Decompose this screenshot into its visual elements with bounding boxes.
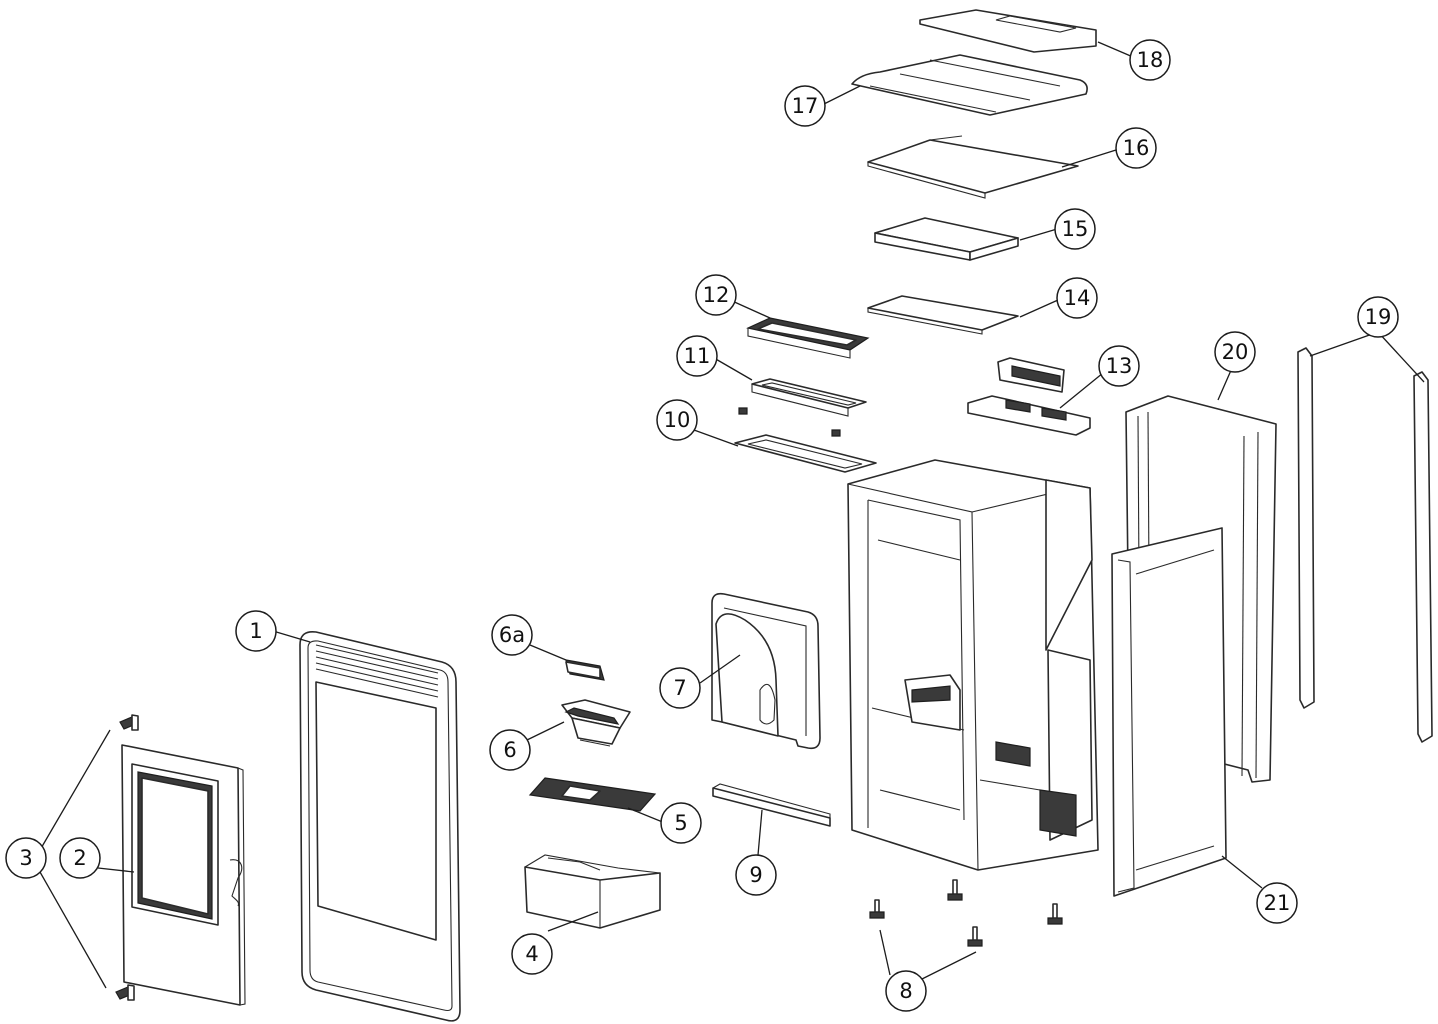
callout-13: 13 [1098, 345, 1140, 387]
part-screws [115, 714, 139, 1001]
part-ash-pan [524, 854, 661, 929]
callout-3: 3 [5, 837, 47, 879]
callout-2: 2 [59, 837, 101, 879]
callout-9: 9 [735, 854, 777, 896]
callout-label: 21 [1264, 891, 1291, 915]
callout-21: 21 [1256, 882, 1298, 924]
callout-label: 19 [1365, 305, 1392, 329]
callout-label: 1 [249, 619, 262, 643]
callout-7: 7 [659, 667, 701, 709]
callout-label: 2 [73, 846, 86, 870]
callout-label: 20 [1222, 340, 1249, 364]
part-electronic-box [997, 357, 1065, 393]
callout-8: 8 [885, 970, 927, 1012]
callout-label: 8 [899, 979, 912, 1003]
part-burner-pot [561, 699, 631, 747]
part-insulation-15 [874, 217, 1019, 261]
part-main-body [847, 459, 1099, 871]
callout-label: 12 [703, 283, 730, 307]
leader-lines [39, 41, 1425, 989]
callout-12: 12 [695, 274, 737, 316]
part-door [121, 744, 246, 1006]
callout-11: 11 [676, 335, 718, 377]
part-bar [712, 783, 831, 827]
callout-label: 9 [749, 863, 762, 887]
callout-label: 16 [1123, 136, 1150, 160]
callout-label: 17 [792, 94, 819, 118]
callout-label: 3 [19, 846, 32, 870]
part-firebox-liner [711, 592, 821, 750]
callout-6a: 6a [491, 614, 533, 656]
callout-label: 13 [1106, 354, 1133, 378]
callout-17: 17 [784, 85, 826, 127]
callout-19: 19 [1357, 296, 1399, 338]
part-frame-11 [738, 378, 867, 437]
callout-4: 4 [511, 933, 553, 975]
callout-18: 18 [1129, 39, 1171, 81]
callout-5: 5 [660, 802, 702, 844]
part-front-frame [299, 630, 461, 1022]
part-top-18 [919, 9, 1097, 53]
callout-20: 20 [1214, 331, 1256, 373]
part-panel-17 [851, 54, 1088, 116]
part-plate-16 [867, 135, 1079, 199]
part-frame-10 [734, 434, 877, 473]
callout-label: 14 [1064, 286, 1091, 310]
callout-label: 18 [1137, 48, 1164, 72]
part-feet [869, 879, 1063, 947]
callout-16: 16 [1115, 127, 1157, 169]
callout-1: 1 [235, 610, 277, 652]
part-bracket-6a [565, 659, 605, 681]
callout-label: 6 [503, 738, 516, 762]
callout-label: 15 [1062, 217, 1089, 241]
callout-label: 11 [684, 344, 711, 368]
callout-label: 5 [674, 811, 687, 835]
part-control-rail [967, 395, 1091, 436]
part-grate [528, 777, 657, 812]
callout-label: 6a [499, 623, 525, 647]
part-side-strip-left [1297, 347, 1315, 709]
part-gasket-12 [746, 317, 870, 359]
callout-6: 6 [489, 729, 531, 771]
callout-10: 10 [656, 399, 698, 441]
callout-label: 7 [673, 676, 686, 700]
callout-label: 10 [664, 408, 691, 432]
callout-label: 4 [525, 942, 538, 966]
part-side-strip-right [1413, 371, 1433, 743]
callout-15: 15 [1054, 208, 1096, 250]
part-tray-14 [867, 295, 1019, 335]
callout-14: 14 [1056, 277, 1098, 319]
part-side-panel [1111, 527, 1227, 897]
